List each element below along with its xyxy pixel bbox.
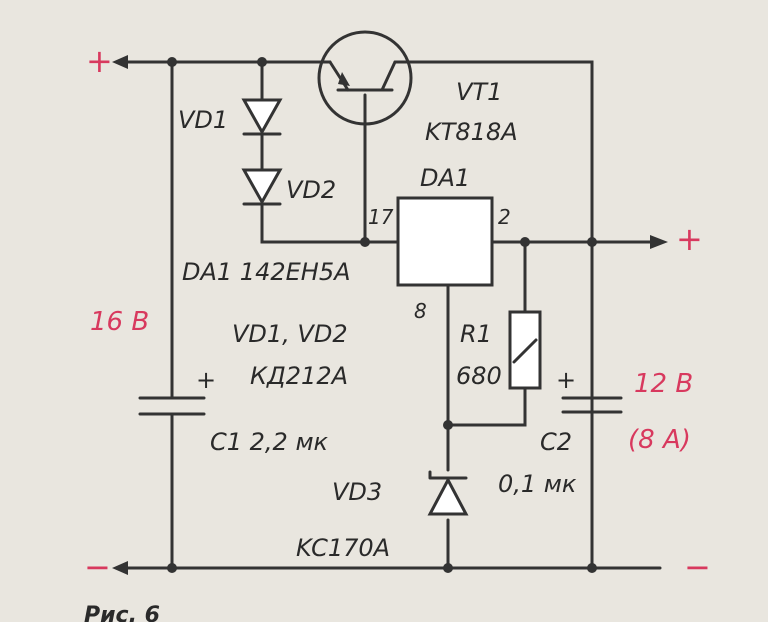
label-vd12-part: КД212А [250,362,348,390]
label-minus-left: − [84,548,111,586]
transistor-vt1 [317,30,413,126]
junctions [167,57,597,573]
label-pin17: 17 [368,205,394,229]
label-vd2: VD2 [286,176,336,204]
label-c2-plus: + [556,366,576,394]
label-da1: DA1 [420,164,470,192]
label-c2-value: 0,1 мк [498,470,577,498]
label-vd3-part: KC170A [296,534,390,562]
label-plus-right: + [676,220,703,258]
arrow-output-plus [650,235,668,249]
label-vt1-part: KT818A [425,118,518,146]
label-c1-plus: + [196,366,216,394]
label-vd3: VD3 [332,478,382,506]
zener-vd3 [427,470,469,516]
label-plus-left: + [86,42,113,80]
label-da1-part: DA1 142EH5A [182,258,351,286]
label-vt1: VT1 [456,78,502,106]
label-c1: C1 2,2 мк [210,428,329,456]
diode-vd1 [241,98,283,136]
label-vd12: VD1, VD2 [232,320,348,348]
capacitor-c1 [138,396,206,416]
wires [118,60,662,570]
label-output-current: (8 A) [628,425,691,455]
wire-r1-bottom [446,386,527,427]
label-r1-value: 680 [456,362,502,390]
chip-da1 [396,196,494,287]
label-output-voltage: 12 B [634,369,693,399]
label-minus-right: − [684,548,711,586]
label-pin2: 2 [498,205,511,229]
label-c2: C2 [540,428,572,456]
label-input-voltage: 16 B [90,307,149,337]
arrow-input-minus [112,561,128,575]
capacitor-c2 [561,396,623,414]
resistor-r1 [508,310,542,390]
diode-vd2 [241,168,283,206]
label-pin8: 8 [414,299,427,323]
label-r1: R1 [460,320,492,348]
arrow-input-plus [112,55,128,69]
label-vd1: VD1 [178,106,228,134]
figure-caption: Рис. 6 [84,603,160,622]
